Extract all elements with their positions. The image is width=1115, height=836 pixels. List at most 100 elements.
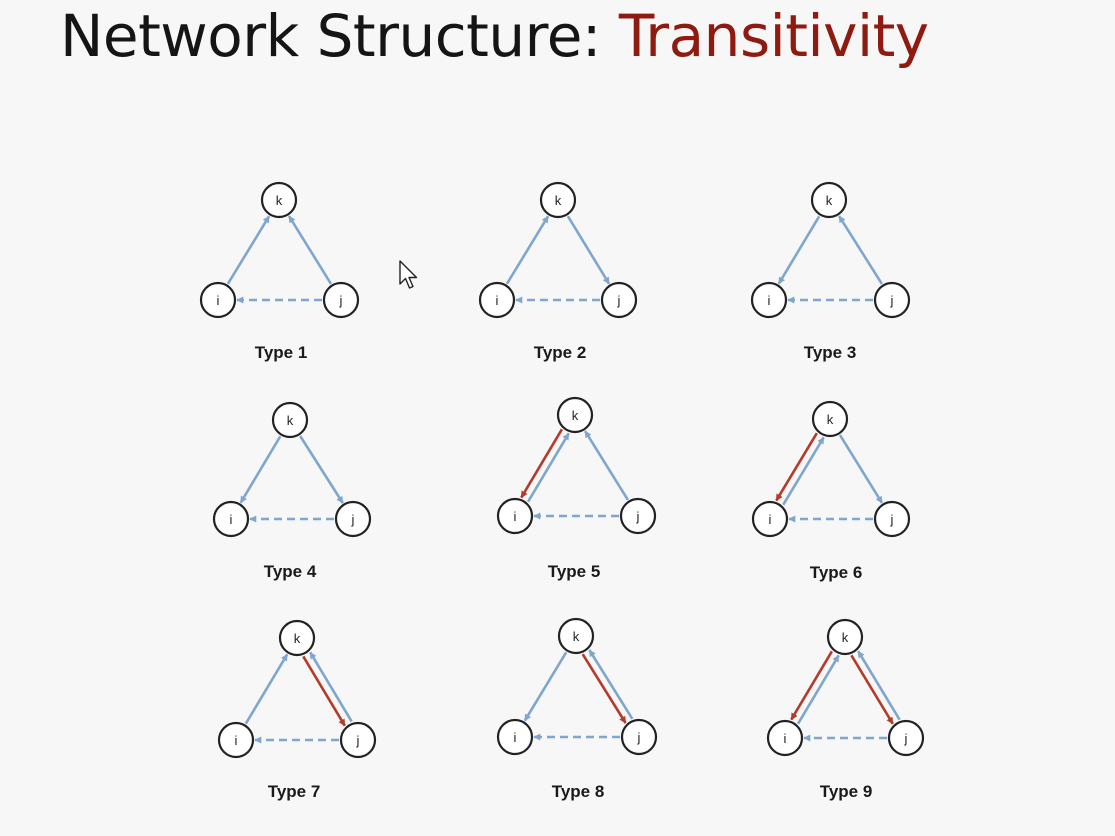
- node-i: i: [496, 497, 534, 535]
- node-label-k: k: [826, 193, 833, 208]
- node-label-j: j: [356, 733, 360, 748]
- edge-k-to-j-red: [850, 654, 894, 725]
- edge-i-to-k: [526, 432, 570, 503]
- edge-j-to-k: [838, 215, 883, 285]
- node-i: i: [766, 719, 804, 757]
- type-label: Type 5: [548, 562, 601, 581]
- node-label-k: k: [276, 193, 283, 208]
- node-label-k: k: [827, 412, 834, 427]
- type-label: Type 3: [804, 343, 857, 362]
- type-label: Type 9: [820, 782, 873, 801]
- node-label-k: k: [287, 413, 294, 428]
- node-i: i: [217, 721, 255, 759]
- node-label-k: k: [555, 193, 562, 208]
- edge-k-to-j-red: [581, 653, 627, 724]
- node-label-j: j: [617, 293, 621, 308]
- edge-k-to-j-red: [302, 655, 346, 727]
- node-j: j: [322, 281, 360, 319]
- edge-k-to-i-red: [520, 428, 564, 499]
- node-label-i: i: [496, 293, 499, 308]
- node-label-k: k: [572, 408, 579, 423]
- node-label-j: j: [636, 509, 640, 524]
- edge-k-to-j: [299, 435, 344, 504]
- slide-title: Network Structure: Transitivity: [60, 2, 929, 70]
- edge-k-to-j: [566, 215, 611, 285]
- edge-k-to-i-red: [775, 432, 818, 502]
- node-j: j: [620, 718, 658, 756]
- type-label: Type 4: [264, 562, 317, 581]
- node-label-j: j: [637, 730, 641, 745]
- node-label-i: i: [768, 293, 771, 308]
- node-label-j: j: [904, 731, 908, 746]
- node-label-j: j: [890, 512, 894, 527]
- node-k: k: [260, 181, 298, 219]
- node-k: k: [556, 396, 594, 434]
- title-accent: Transitivity: [618, 2, 929, 70]
- edge-k-to-i-red: [790, 650, 834, 721]
- type-label: Type 7: [268, 782, 321, 801]
- title-main: Network Structure:: [60, 2, 619, 70]
- node-j: j: [334, 500, 372, 538]
- edge-i-to-k: [226, 215, 271, 285]
- node-i: i: [750, 281, 788, 319]
- node-label-i: i: [514, 730, 517, 745]
- node-j: j: [600, 281, 638, 319]
- edge-j-to-k: [583, 430, 630, 501]
- edge-i-to-k: [796, 654, 840, 725]
- node-label-j: j: [351, 512, 355, 527]
- node-label-i: i: [784, 731, 787, 746]
- edge-j-to-k: [287, 215, 333, 285]
- node-label-i: i: [769, 512, 772, 527]
- edge-i-to-k: [505, 215, 550, 285]
- node-i: i: [212, 500, 250, 538]
- node-label-i: i: [217, 293, 220, 308]
- node-label-i: i: [514, 509, 517, 524]
- type-label: Type 2: [534, 343, 587, 362]
- mouse-pointer-icon: [399, 260, 418, 289]
- node-label-i: i: [230, 512, 233, 527]
- node-k: k: [811, 400, 849, 438]
- node-i: i: [751, 500, 789, 538]
- edge-k-to-i: [239, 435, 282, 504]
- node-label-j: j: [890, 293, 894, 308]
- type-label: Type 8: [552, 782, 605, 801]
- node-label-j: j: [339, 293, 343, 308]
- edge-i-to-k: [782, 436, 825, 506]
- node-j: j: [339, 721, 377, 759]
- node-j: j: [887, 719, 925, 757]
- node-j: j: [873, 500, 911, 538]
- edge-i-to-k: [244, 653, 289, 725]
- node-i: i: [496, 718, 534, 756]
- node-j: j: [619, 497, 657, 535]
- node-k: k: [278, 619, 316, 657]
- node-i: i: [199, 281, 237, 319]
- edge-j-to-k: [857, 650, 901, 721]
- edge-j-to-k: [309, 651, 353, 723]
- node-label-k: k: [842, 630, 849, 645]
- node-label-i: i: [235, 733, 238, 748]
- edge-k-to-i: [523, 651, 568, 722]
- edge-j-to-k: [588, 649, 634, 720]
- node-k: k: [539, 181, 577, 219]
- edge-k-to-j: [838, 434, 884, 504]
- type-label: Type 6: [810, 563, 863, 582]
- node-label-k: k: [573, 629, 580, 644]
- node-k: k: [271, 401, 309, 439]
- node-k: k: [826, 618, 864, 656]
- node-i: i: [478, 281, 516, 319]
- node-k: k: [810, 181, 848, 219]
- type-label: Type 1: [255, 343, 308, 362]
- node-k: k: [557, 617, 595, 655]
- edge-k-to-i: [777, 215, 821, 285]
- node-j: j: [873, 281, 911, 319]
